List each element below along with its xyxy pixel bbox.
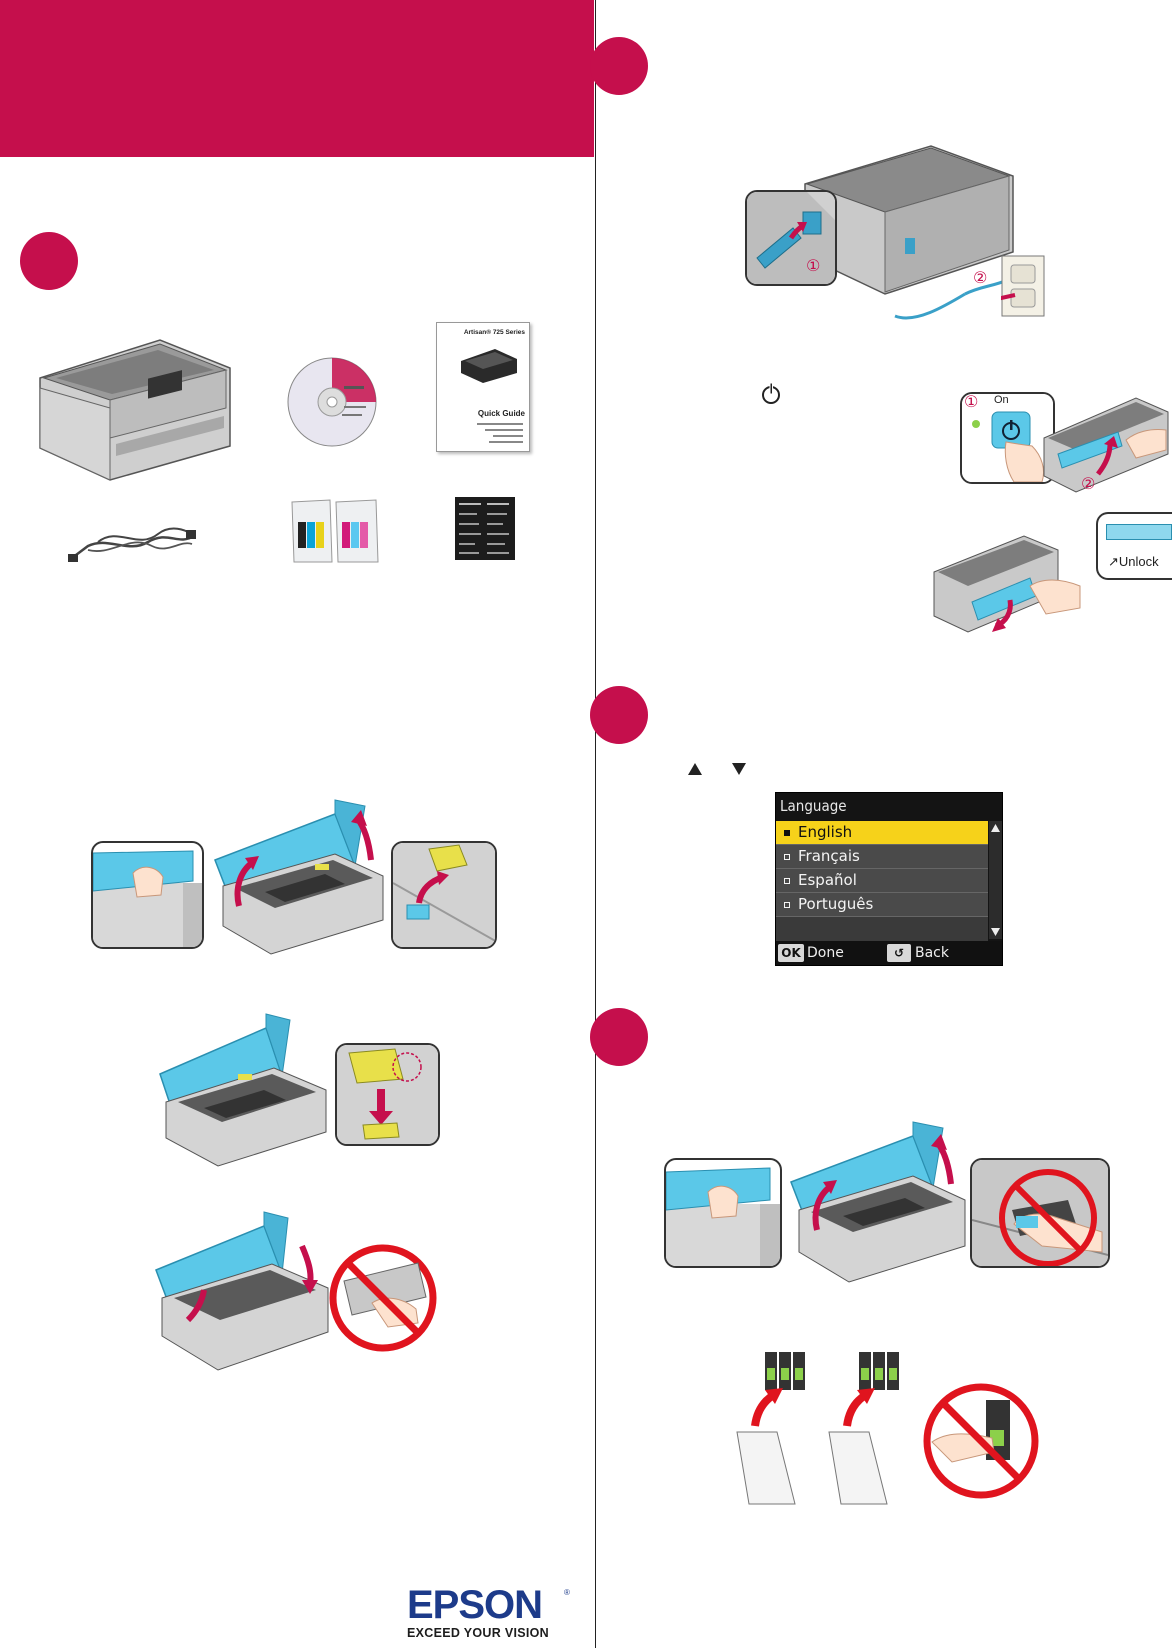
checkbox-icon (784, 878, 790, 884)
printer-scanner-open-illustration (214, 799, 384, 955)
printer-panel-raise-illustration (1043, 397, 1169, 493)
checkbox-icon (784, 830, 790, 836)
triangle-up-icon (688, 763, 702, 775)
unlock-text: Unlock (1118, 554, 1159, 569)
prohibited-touch-icon (329, 1244, 437, 1352)
callout-one-connect: ① (806, 256, 821, 275)
step-marker-power (590, 37, 648, 95)
scroll-down-icon (991, 928, 1000, 936)
guide-subtitle: Quick Guide (477, 409, 525, 418)
lift-scanner-inset (91, 841, 204, 949)
lcd-footer: OK Done ↺ Back (776, 941, 1002, 965)
unlock-lever (1106, 524, 1172, 540)
language-option-francais[interactable]: Français (776, 845, 988, 869)
lcd-title: Language (780, 797, 847, 815)
callout-two-raise: ② (1081, 474, 1096, 493)
logo-tagline: EXCEED YOUR VISION (407, 1626, 550, 1640)
language-option-portugues[interactable]: Português (776, 893, 988, 917)
ink-cartridge-unpack-illustration (736, 1352, 899, 1505)
language-option-label: Español (798, 871, 857, 889)
power-connector-inset (745, 190, 837, 286)
close-scanner-illustration (155, 1211, 329, 1371)
step-marker-language (590, 686, 648, 744)
power-button-inset (960, 392, 1055, 484)
printer-illustration (39, 339, 231, 481)
callout-two-outlet: ② (973, 268, 988, 287)
language-option-label: Português (798, 895, 874, 913)
step-marker-ink (590, 1008, 648, 1066)
logo-wordmark: EPSON (407, 1583, 543, 1627)
do-not-touch-inset (970, 1158, 1110, 1268)
printer-unlock-illustration (933, 535, 1081, 633)
guide-printer-photo (461, 349, 517, 383)
done-label: Done (807, 945, 844, 961)
scroll-up-icon (991, 824, 1000, 832)
tape-storage-inset (335, 1043, 440, 1146)
language-list-empty-row (776, 917, 988, 941)
power-icon (762, 382, 780, 404)
language-option-label: English (798, 823, 853, 841)
prohibited-touch-chip-icon (923, 1383, 1039, 1499)
back-label: Back (915, 945, 949, 961)
language-option-english[interactable]: English (776, 821, 988, 845)
language-list: English Français Español Português (776, 821, 988, 941)
on-indicator-label: On (994, 394, 1009, 406)
callout-one-press: ① (964, 392, 979, 411)
ok-key[interactable]: OK (778, 944, 804, 962)
guide-title: Artisan® 725 Series (463, 329, 525, 336)
unlock-arrow-icon: ↗ (1108, 554, 1119, 569)
unlock-lever-inset: ↗Unlock (1096, 512, 1172, 580)
control-panel-sticker (455, 497, 515, 560)
wall-outlet-illustration (1001, 255, 1045, 317)
ink-cartridge-packs-illustration (291, 499, 379, 563)
printer-tape-storage-illustration (159, 1013, 327, 1167)
printer-open-ink-illustration (790, 1121, 966, 1283)
power-cord-illustration (68, 527, 196, 562)
triangle-down-icon (732, 763, 746, 775)
software-cd-illustration (287, 357, 377, 447)
epson-logo: EPSON EXCEED YOUR VISION ® (407, 1583, 570, 1640)
back-key-icon[interactable]: ↺ (887, 944, 911, 962)
unlock-label: ↗Unlock (1108, 554, 1159, 570)
column-divider (595, 0, 596, 1648)
lcd-language-screen: Language English Français Español Portug… (775, 792, 1003, 966)
remove-tape-inset (391, 841, 497, 949)
quick-guide-booklet: Artisan® 725 Series Quick Guide (436, 322, 530, 452)
checkbox-icon (784, 902, 790, 908)
checkbox-icon (784, 854, 790, 860)
lift-scanner-inset-2 (664, 1158, 782, 1268)
step-marker-unpack (20, 232, 78, 290)
language-option-espanol[interactable]: Español (776, 869, 988, 893)
lcd-scrollbar[interactable] (989, 821, 1002, 939)
title-banner (0, 0, 594, 157)
printer-back-illustration (804, 145, 1014, 320)
registered-mark: ® (564, 1588, 570, 1597)
language-option-label: Français (798, 847, 860, 865)
